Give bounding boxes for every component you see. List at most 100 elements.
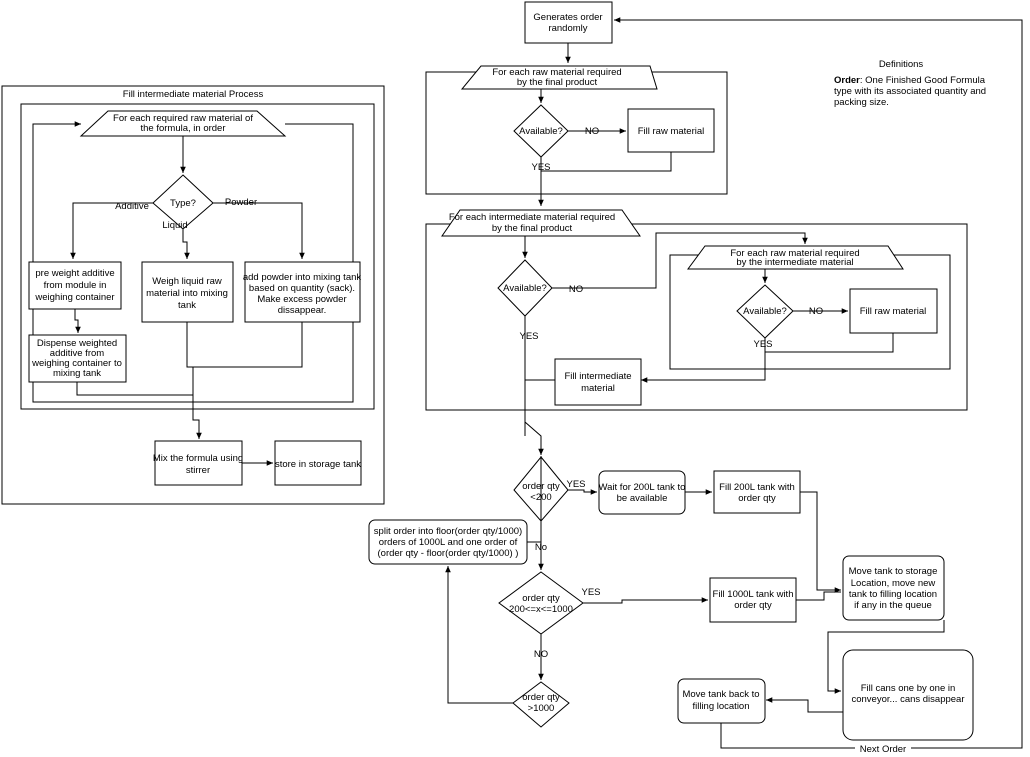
label-additive: Additive — [115, 201, 149, 212]
svg-text:Fill cans one by one in: Fill cans one by one in — [861, 683, 956, 694]
weigh-liquid-box: Weigh liquid raw material into mixing ta… — [141, 261, 234, 323]
svg-text:Move tank back to: Move tank back to — [682, 689, 759, 700]
svg-text:Wait for 200L tank to: Wait for 200L tank to — [599, 482, 686, 493]
svg-text:by the final product: by the final product — [517, 77, 598, 88]
left-inner-frame — [20, 103, 375, 410]
svg-text:weighing container to: weighing container to — [31, 358, 122, 369]
fill-intermediate-box: Fill intermediate material — [554, 358, 642, 406]
fill-200l-tank-box: Fill 200L tank with order qty — [713, 470, 801, 514]
fill-cans-box: Fill cans one by one in conveyor... cans… — [842, 649, 974, 741]
svg-text:orders of 1000L and one order: orders of 1000L and one order of — [379, 537, 518, 548]
svg-text:weighing container: weighing container — [34, 292, 114, 303]
add-powder-box: add powder into mixing tank based on qua… — [243, 261, 362, 323]
svg-text:be available: be available — [617, 493, 668, 504]
definitions-text-line-3: packing size. — [834, 97, 889, 108]
label-next-order: Next Order — [860, 744, 906, 755]
label-yes-1: YES — [531, 162, 550, 173]
svg-text:Fill raw material: Fill raw material — [860, 306, 927, 317]
svg-text:stirrer: stirrer — [186, 465, 210, 476]
svg-text:material into mixing: material into mixing — [146, 288, 228, 299]
left-loop-shape: For each required raw material of the fo… — [79, 110, 287, 137]
label-yes-3: YES — [753, 339, 772, 350]
svg-text:Location, move new: Location, move new — [851, 578, 936, 589]
order-qty-mid-decision: order qty 200<=x<=1000 — [498, 571, 584, 635]
svg-text:order qty: order qty — [738, 493, 776, 504]
fill-1000l-tank-box: Fill 1000L tank with order qty — [709, 577, 797, 623]
svg-text:based on quantity (sack).: based on quantity (sack). — [249, 283, 355, 294]
definitions-text-line-2: type with its associated quantity and — [834, 86, 986, 97]
svg-text:>1000: >1000 — [528, 703, 555, 714]
svg-text:by the intermediate material: by the intermediate material — [736, 257, 853, 268]
svg-text:order qty: order qty — [522, 692, 560, 703]
svg-text:from module in: from module in — [44, 280, 107, 291]
svg-text:Fill 200L tank with: Fill 200L tank with — [719, 482, 795, 493]
svg-text:Type?: Type? — [170, 198, 196, 209]
svg-text:For each intermediate material: For each intermediate material required — [449, 212, 615, 223]
svg-text:material: material — [581, 383, 615, 394]
move-tank-storage-box: Move tank to storage Location, move new … — [842, 555, 945, 621]
svg-text:mixing tank: mixing tank — [53, 368, 101, 379]
svg-text:add powder into mixing tank: add powder into mixing tank — [243, 272, 362, 283]
svg-text:(order qty - floor(order qty/1: (order qty - floor(order qty/1000) ) — [378, 548, 519, 559]
svg-text:For each raw material required: For each raw material required — [730, 248, 859, 259]
svg-text:Available?: Available? — [743, 306, 787, 317]
move-tank-back-box: Move tank back to filling location — [677, 678, 766, 724]
svg-text:pre weight additive: pre weight additive — [35, 268, 114, 279]
label-no-2: NO — [569, 284, 583, 295]
available-decision-2: Available? — [497, 259, 553, 317]
loop-raw-intermediate: For each raw material required by the in… — [687, 245, 904, 270]
pre-weight-additive-box: pre weight additive from module in weigh… — [28, 261, 122, 310]
svg-text:order qty: order qty — [522, 593, 560, 604]
svg-text:filling location: filling location — [692, 701, 749, 712]
label-liquid: Liquid — [162, 220, 187, 231]
order-qty-gt1000-decision: order qty >1000 — [512, 681, 570, 728]
svg-text:Fill raw material: Fill raw material — [638, 126, 705, 137]
label-powder: Powder — [225, 197, 257, 208]
svg-text:For each raw material required: For each raw material required — [492, 67, 621, 78]
svg-text:dissappear.: dissappear. — [278, 305, 327, 316]
generate-order-box: Generates order randomly — [524, 1, 613, 44]
svg-text:For each required raw material: For each required raw material of — [113, 113, 253, 124]
definitions-title: Definitions — [879, 59, 924, 70]
svg-text:Fill intermediate: Fill intermediate — [564, 371, 631, 382]
label-no-3: NO — [809, 306, 823, 317]
svg-text:order qty: order qty — [734, 600, 772, 611]
dispense-additive-box: Dispense weighted additive from weighing… — [28, 334, 127, 383]
svg-text:Mix the formula using: Mix the formula using — [153, 453, 243, 464]
svg-text:Dispense weighted: Dispense weighted — [37, 338, 117, 349]
svg-text:store in storage tank: store in storage tank — [275, 459, 361, 470]
loop-intermediate-product: For each intermediate material required … — [441, 209, 641, 237]
svg-text:conveyor... cans disappear: conveyor... cans disappear — [851, 694, 964, 705]
definitions-block: Definitions Order: One Finished Good For… — [834, 59, 986, 108]
wait-200l-tank-box: Wait for 200L tank to be available — [598, 470, 686, 515]
svg-text:Available?: Available? — [503, 283, 547, 294]
store-storage-tank-box: store in storage tank — [274, 440, 362, 486]
svg-text:additive from: additive from — [50, 348, 104, 359]
label-no-1: NO — [585, 126, 599, 137]
svg-text:randomly: randomly — [548, 23, 587, 34]
left-process-frame — [1, 85, 385, 505]
svg-text:split order into floor(order q: split order into floor(order qty/1000) — [374, 526, 522, 537]
label-yes-5: YES — [581, 587, 600, 598]
svg-text:Weigh liquid raw: Weigh liquid raw — [152, 276, 222, 287]
left-process-group: Fill intermediate material Process For e… — [1, 85, 385, 505]
definitions-text: Order: One Finished Good Formula — [834, 75, 986, 86]
label-yes-4: YES — [566, 479, 585, 490]
label-no-5: NO — [534, 649, 548, 660]
fill-raw-material-box-1: Fill raw material — [627, 108, 715, 153]
svg-text:Fill 1000L tank with: Fill 1000L tank with — [713, 589, 794, 600]
label-yes-2: YES — [519, 331, 538, 342]
svg-text:Available?: Available? — [519, 126, 563, 137]
next-order-label-bg — [855, 743, 911, 755]
svg-text:tank: tank — [178, 300, 196, 311]
mix-formula-box: Mix the formula using stirrer — [153, 440, 243, 486]
left-process-title: Fill intermediate material Process — [123, 89, 264, 100]
svg-text:Move tank to storage: Move tank to storage — [849, 566, 938, 577]
loop-raw-product: For each raw material required by the fi… — [460, 65, 658, 90]
svg-text:Generates order: Generates order — [533, 12, 602, 23]
split-order-box: split order into floor(order qty/1000) o… — [368, 519, 528, 565]
svg-text:if any in the queue: if any in the queue — [854, 600, 932, 611]
svg-text:200<=x<=1000: 200<=x<=1000 — [509, 604, 573, 615]
fill-raw-material-box-2: Fill raw material — [849, 288, 938, 334]
